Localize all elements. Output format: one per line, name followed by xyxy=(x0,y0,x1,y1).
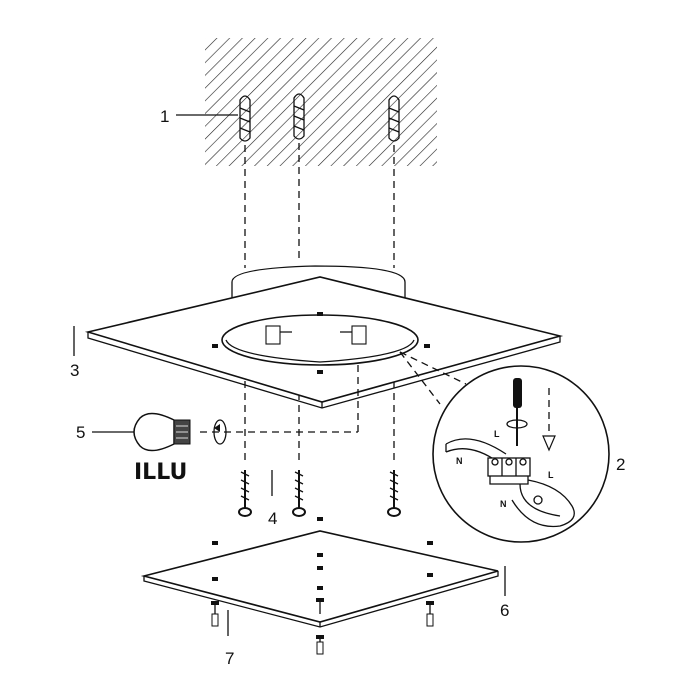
small-screws xyxy=(211,598,434,655)
detail-leader xyxy=(399,351,467,405)
alignment-lines xyxy=(244,143,395,462)
wall-plug xyxy=(239,95,251,142)
screwdriver-icon xyxy=(506,378,528,446)
small-screw xyxy=(316,635,324,655)
bulb-icon xyxy=(92,412,191,452)
part-label-3: 3 xyxy=(70,361,79,380)
wiring-detail: L N L N xyxy=(432,365,610,543)
part-label-7: 7 xyxy=(225,649,234,668)
part-label-5: 5 xyxy=(76,423,85,442)
cover-plate xyxy=(140,517,506,628)
wire-label-n: N xyxy=(500,499,507,509)
illu-label: ILLU xyxy=(134,460,187,485)
wall-plug xyxy=(293,93,305,140)
wire-label-n: N xyxy=(456,456,463,466)
mounting-base xyxy=(73,265,564,409)
screws xyxy=(238,470,401,517)
screw xyxy=(387,470,401,517)
screw xyxy=(238,470,252,517)
part-label-4: 4 xyxy=(268,509,277,528)
small-screw xyxy=(426,601,434,627)
part-label-6: 6 xyxy=(500,601,509,620)
wall-plug xyxy=(388,95,400,142)
wall-plugs xyxy=(239,93,400,142)
screw xyxy=(292,470,306,517)
small-screw xyxy=(211,601,219,627)
part-label-2: 2 xyxy=(616,455,625,474)
wire-label-l: L xyxy=(548,470,554,480)
wire-label-l: L xyxy=(494,429,500,439)
ceiling xyxy=(205,38,437,166)
part-label-1: 1 xyxy=(160,107,169,126)
small-screw xyxy=(316,598,324,614)
down-arrow-icon xyxy=(542,388,556,452)
